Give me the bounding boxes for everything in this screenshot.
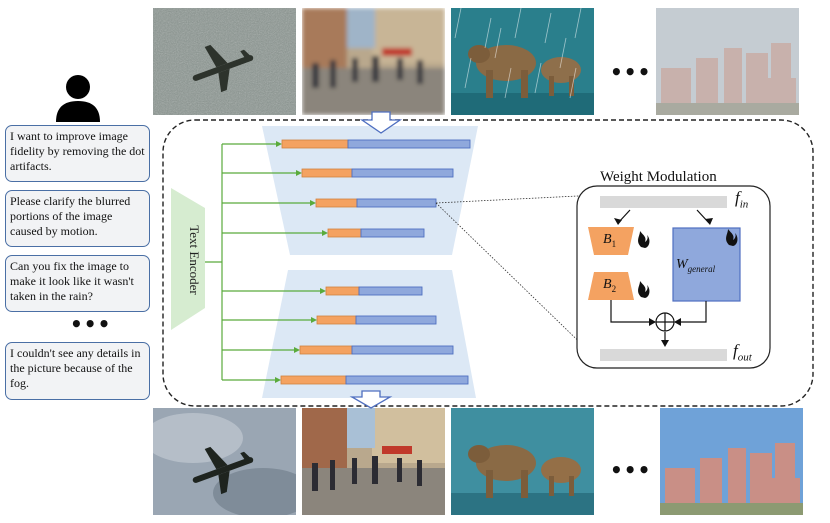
text-encoder-block [171, 188, 205, 330]
prompt-ellipsis: ••• [70, 312, 112, 336]
text-encoder-label: Text Encoder [187, 225, 202, 295]
restored-street-image [302, 408, 445, 515]
layer-bar-orange-4 [327, 228, 362, 238]
top-ellipsis: ••• [610, 60, 652, 84]
layer-bar-blue-5 [358, 286, 423, 296]
layer-bar-blue-2 [351, 168, 454, 178]
output-down-arrow [349, 390, 393, 409]
noisy-airplane-image [153, 8, 296, 115]
w-general-label: Wgeneral [676, 257, 716, 274]
f-out-label: fout [733, 341, 752, 364]
green-arrowhead-4 [322, 230, 328, 236]
f-out-bar [600, 349, 727, 361]
layer-bar-orange-5 [325, 286, 360, 296]
restored-bear-image [451, 408, 594, 515]
w-to-sum [675, 301, 707, 323]
bottom-ellipsis: ••• [610, 458, 652, 482]
prompt-bubble-fog: I couldn't see any details in the pictur… [5, 342, 150, 400]
layer-bar-orange-1 [281, 139, 349, 149]
layer-bar-orange-6 [316, 315, 357, 325]
green-arrowhead-2 [296, 170, 302, 176]
layer-bar-orange-3 [315, 198, 358, 208]
b2-label: B2 [603, 277, 617, 294]
layer-bar-orange-8 [280, 375, 347, 385]
green-arrowhead-6 [311, 317, 317, 323]
green-arrowhead-8 [275, 377, 281, 383]
restored-city-image [660, 408, 803, 515]
green-arrowhead-3 [310, 200, 316, 206]
model-container [162, 119, 814, 407]
layer-bar-orange-7 [299, 345, 353, 355]
prompt-bubble-rain: Can you fix the image to make it look li… [5, 255, 150, 312]
layer-bar-orange-2 [301, 168, 353, 178]
prompt-bubble-blur: Please clarify the blurred portions of t… [5, 190, 150, 247]
foggy-city-image [656, 8, 799, 115]
green-arrowhead-1 [276, 141, 282, 147]
b1-block [588, 227, 634, 255]
layer-bar-blue-4 [360, 228, 425, 238]
input-down-arrow [359, 111, 403, 134]
f-in-bar [600, 196, 727, 208]
fire-icon [638, 229, 738, 298]
layer-bar-blue-6 [355, 315, 437, 325]
prompt-bubble-dots: I want to improve image fidelity by remo… [5, 125, 150, 182]
layer-bar-blue-8 [345, 375, 469, 385]
weight-modulation-title: Weight Modulation [600, 169, 717, 185]
green-arrowhead-7 [294, 347, 300, 353]
b1-label: B1 [603, 232, 617, 249]
decoder-trapezoid [262, 270, 476, 398]
green-arrowhead-5 [320, 288, 326, 294]
restored-airplane-image [153, 408, 296, 515]
b2-to-sum [610, 300, 655, 323]
layer-bar-blue-7 [351, 345, 454, 355]
zoom-line-top [435, 194, 599, 204]
user-icon [53, 72, 103, 122]
b2-block [588, 272, 634, 300]
layer-bar-blue-1 [347, 139, 471, 149]
blurry-street-image [302, 8, 445, 115]
f-in-label: fin [735, 188, 749, 211]
layer-bar-blue-3 [356, 198, 437, 208]
rainy-bear-image [451, 8, 594, 115]
encoder-trapezoid [262, 126, 478, 255]
